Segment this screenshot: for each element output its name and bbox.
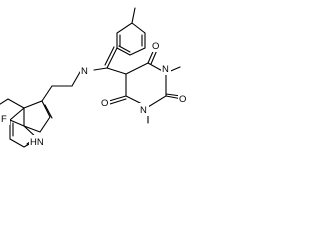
oxygen-left-label: O: [101, 98, 108, 109]
barbiturate-ring: [108, 46, 183, 124]
imine-n-label: N: [81, 66, 88, 77]
indole-nh-label: HN: [30, 137, 44, 148]
molecule-structure: F HN N N N O O O: [0, 7, 188, 148]
tolyl-ring: [116, 7, 146, 56]
ring-n-top-label: N: [162, 64, 169, 75]
fluorine-label: F: [1, 114, 7, 125]
imine-carbon-bonds: [93, 46, 127, 75]
ethyl-linker: [41, 71, 81, 102]
oxygen-middle-label: O: [179, 94, 186, 105]
ring-n-bottom-label: N: [140, 105, 147, 116]
atom-labels: F HN N N N O O O: [0, 39, 188, 148]
oxygen-top-label: O: [152, 41, 159, 52]
